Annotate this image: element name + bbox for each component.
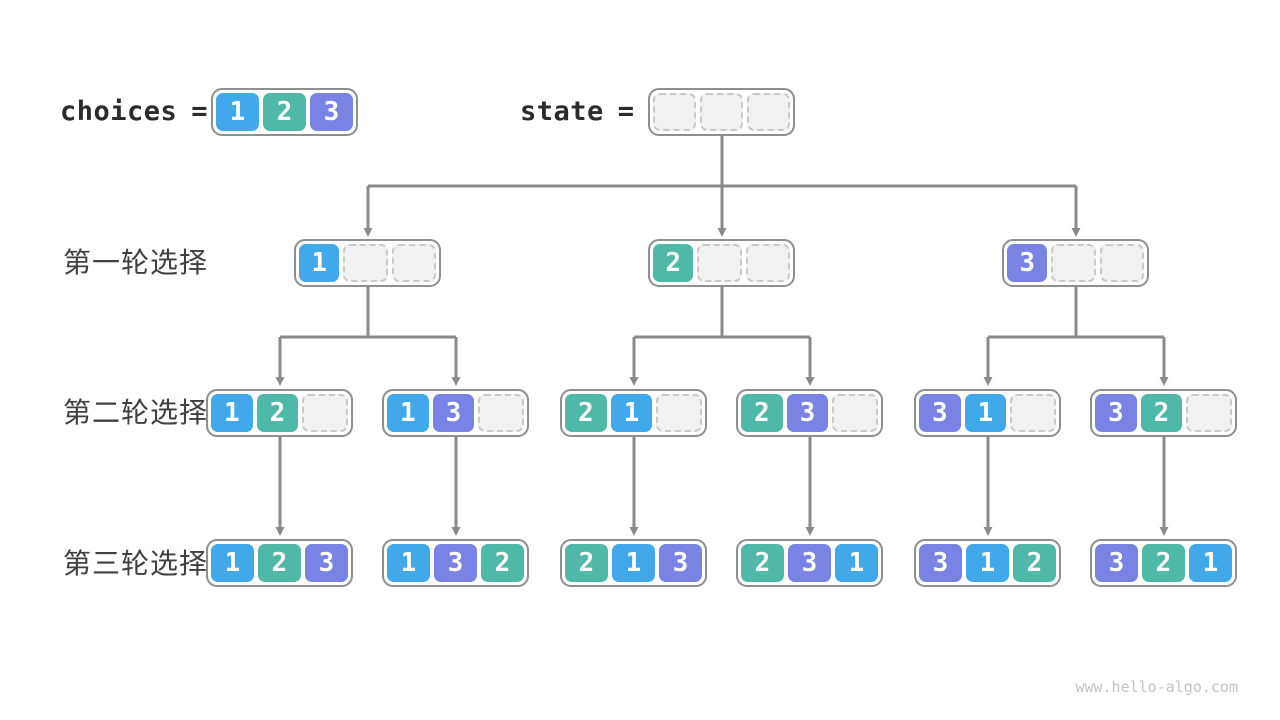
array-cell: 2 [741,394,783,432]
array-cell: 3 [305,544,348,582]
round3-node-6: 3 2 1 [1090,539,1237,587]
choices-expression: choices = [60,88,208,135]
round2-node-5: 3 1 [914,389,1061,437]
array-cell: 1 [387,544,430,582]
round1-node-3: 3 [1002,239,1149,287]
round2-node-6: 3 2 [1090,389,1237,437]
array-cell: 1 [964,394,1007,432]
round3-node-1: 1 2 3 [206,539,353,587]
array-cell: 2 [263,93,306,131]
array-cell [478,394,525,432]
round1-node-2: 2 [648,239,795,287]
array-cell: 3 [788,544,831,582]
array-cell [653,93,696,131]
array-cell: 1 [835,544,878,582]
array-cell: 3 [310,93,353,131]
array-cell: 1 [612,544,655,582]
array-cell: 2 [258,544,301,582]
array-cell: 2 [1142,544,1185,582]
array-cell: 2 [741,544,784,582]
array-cell: 2 [256,394,299,432]
state-expression: state = [520,88,635,135]
array-cell: 3 [919,394,961,432]
array-cell: 3 [432,394,475,432]
round3-node-2: 1 3 2 [382,539,529,587]
array-cell: 1 [211,394,253,432]
watermark: www.hello-algo.com [1075,678,1238,696]
array-cell [747,93,790,131]
array-cell: 1 [966,544,1009,582]
round3-label: 第三轮选择 [63,548,209,579]
array-cell [343,244,388,282]
array-cell [391,244,436,282]
equals-sign: = [191,96,209,127]
array-cell: 2 [1140,394,1183,432]
array-cell: 2 [565,544,608,582]
array-cell: 3 [786,394,829,432]
array-cell: 2 [1013,544,1056,582]
array-cell [700,93,743,131]
round1-node-1: 1 [294,239,441,287]
array-cell [1099,244,1144,282]
state-label: state [520,96,604,127]
round3-node-4: 2 3 1 [736,539,883,587]
array-cell: 2 [565,394,607,432]
array-cell: 3 [919,544,962,582]
array-cell [1051,244,1096,282]
array-cell [697,244,742,282]
array-cell: 3 [434,544,477,582]
array-cell: 1 [610,394,653,432]
array-cell [1186,394,1233,432]
round2-node-1: 1 2 [206,389,353,437]
round3-node-3: 2 1 3 [560,539,707,587]
array-cell: 1 [299,244,340,282]
equals-sign: = [617,96,635,127]
choices-label: choices [60,96,178,127]
array-cell: 1 [216,93,259,131]
array-cell: 1 [211,544,254,582]
array-cell [832,394,879,432]
array-cell [302,394,349,432]
state-array-node [648,88,795,136]
array-cell [1010,394,1057,432]
round3-node-5: 3 1 2 [914,539,1061,587]
array-cell: 2 [481,544,524,582]
array-cell [656,394,703,432]
array-cell: 3 [1095,544,1138,582]
array-cell: 3 [659,544,702,582]
array-cell: 1 [1189,544,1232,582]
round1-label: 第一轮选择 [63,247,209,278]
round2-node-3: 2 1 [560,389,707,437]
array-cell: 3 [1095,394,1137,432]
array-cell: 2 [653,244,694,282]
round2-node-4: 2 3 [736,389,883,437]
round2-node-2: 1 3 [382,389,529,437]
choices-array-node: 1 2 3 [211,88,358,136]
array-cell: 3 [1007,244,1048,282]
array-cell: 1 [387,394,429,432]
round2-label: 第二轮选择 [63,397,209,428]
array-cell [745,244,790,282]
